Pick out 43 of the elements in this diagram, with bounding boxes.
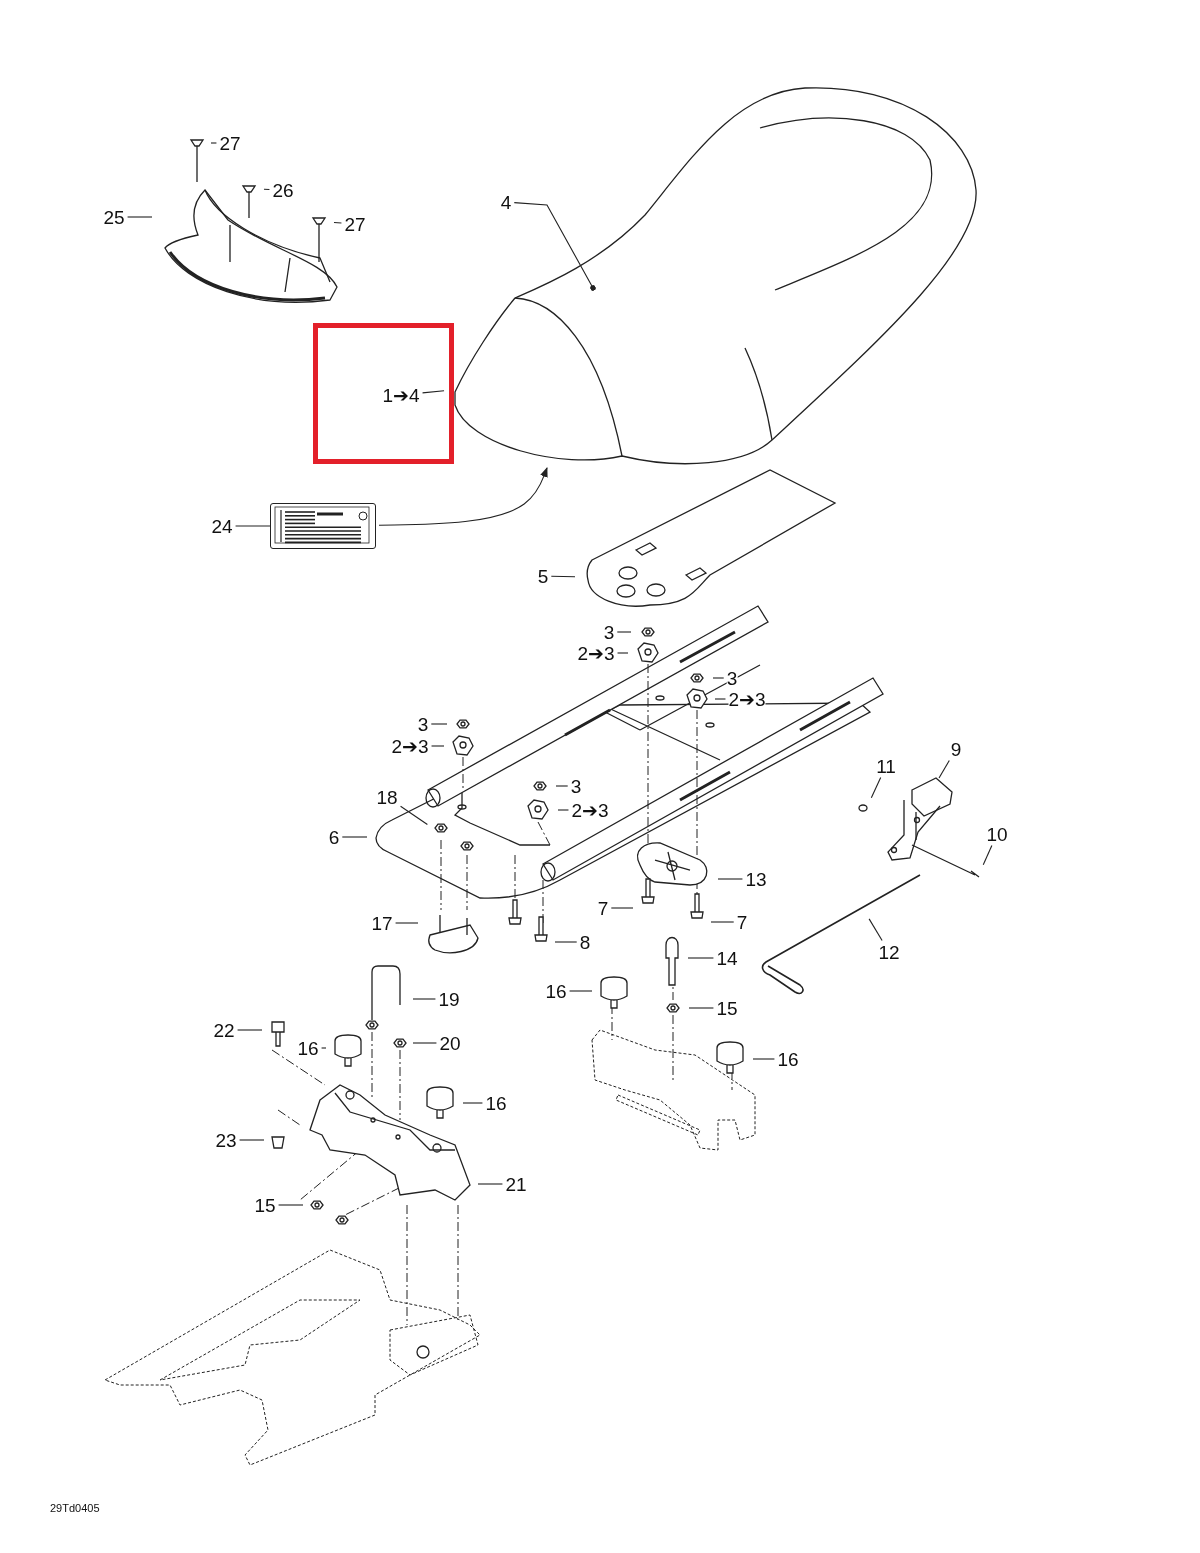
leader-line bbox=[462, 1102, 483, 1104]
leader-line bbox=[710, 921, 735, 923]
leader-line bbox=[616, 631, 632, 633]
leader-line bbox=[712, 677, 725, 679]
leader-line bbox=[870, 776, 882, 799]
leader-line bbox=[430, 745, 445, 747]
leader-line bbox=[210, 142, 217, 144]
leader-line bbox=[610, 907, 634, 909]
callout-number: 1➔4 bbox=[382, 385, 420, 405]
leader-line bbox=[127, 216, 153, 218]
leader-line bbox=[263, 188, 270, 191]
leader-line bbox=[321, 1047, 327, 1049]
leader-line bbox=[477, 1183, 503, 1185]
leader-line bbox=[421, 390, 445, 394]
leader-line bbox=[395, 922, 419, 924]
leader-line bbox=[555, 785, 569, 787]
leader-line bbox=[557, 809, 569, 811]
leader-line bbox=[569, 990, 593, 992]
decal-drawing bbox=[270, 503, 376, 549]
leader-line bbox=[412, 1042, 437, 1044]
leader-line bbox=[938, 759, 950, 779]
leader-line bbox=[278, 1204, 304, 1206]
leader-line bbox=[550, 575, 576, 578]
leader-line bbox=[617, 652, 629, 654]
leader-line bbox=[235, 525, 271, 527]
leader-line bbox=[412, 998, 436, 1000]
leader-line bbox=[237, 1029, 263, 1031]
arrow bbox=[378, 467, 548, 526]
leader-line bbox=[982, 844, 993, 866]
leader-line bbox=[752, 1058, 775, 1060]
leader-line bbox=[868, 918, 883, 942]
leader-line bbox=[717, 878, 743, 880]
leader-line bbox=[688, 1007, 714, 1009]
leader-line bbox=[400, 805, 428, 826]
leader-line bbox=[341, 836, 368, 838]
leader-line bbox=[714, 698, 726, 700]
drawing-number: 29Td0405 bbox=[50, 1502, 100, 1514]
highlight-box bbox=[313, 323, 454, 464]
leader-line bbox=[239, 1139, 265, 1141]
leader-line bbox=[687, 957, 714, 959]
leader-line bbox=[333, 222, 342, 224]
leader-line bbox=[554, 941, 578, 943]
leader-line bbox=[430, 723, 448, 725]
